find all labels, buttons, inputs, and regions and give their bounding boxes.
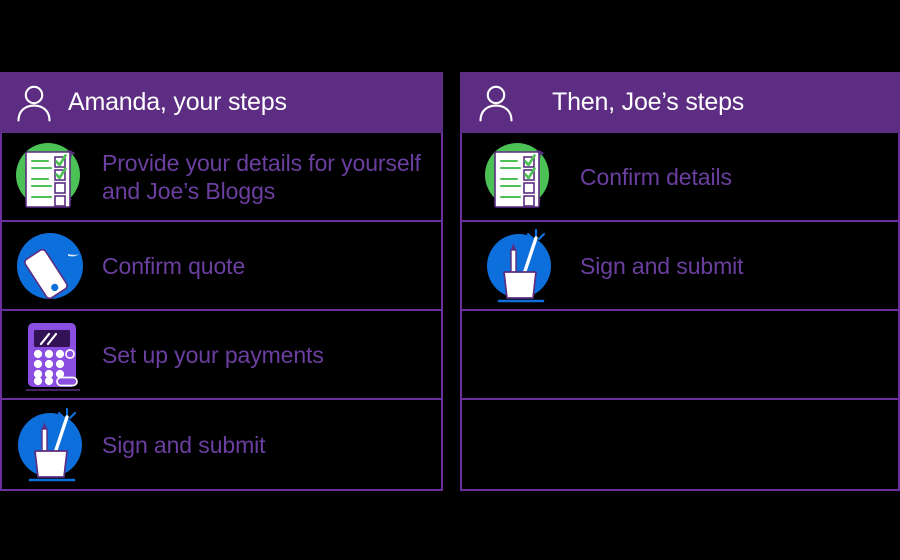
checklist-icon <box>462 133 580 220</box>
step-label: Provide your details for yourself and Jo… <box>102 149 421 204</box>
panel-header-amanda: Amanda, your steps <box>0 72 443 133</box>
step-row[interactable]: Sign and submit <box>462 222 898 311</box>
panel-joe-steps: Then, Joe’s steps <box>460 72 900 491</box>
pen-cup-icon <box>462 222 580 309</box>
pen-cup-icon <box>2 400 102 489</box>
panel-amanda-steps: Amanda, your steps <box>0 72 443 491</box>
panel-title-amanda: Amanda, your steps <box>68 88 287 116</box>
person-icon <box>476 83 516 123</box>
panel-title-joe: Then, Joe’s steps <box>552 88 745 116</box>
step-row[interactable]: Confirm details <box>462 133 898 222</box>
step-row-empty <box>462 400 898 489</box>
step-row[interactable]: Confirm quote <box>2 222 441 311</box>
person-icon <box>14 83 54 123</box>
step-row-empty <box>462 311 898 400</box>
checklist-icon <box>2 133 102 220</box>
step-row[interactable]: Provide your details for yourself and Jo… <box>2 133 441 222</box>
calculator-icon <box>2 311 102 398</box>
step-row[interactable]: Set up your payments <box>2 311 441 400</box>
step-label: Confirm details <box>580 163 732 190</box>
step-label: Sign and submit <box>580 252 744 279</box>
mobile-icon <box>2 222 102 309</box>
step-row[interactable]: Sign and submit <box>2 400 441 489</box>
panel-header-joe: Then, Joe’s steps <box>460 72 900 133</box>
steps-list-joe: Confirm details <box>460 133 900 491</box>
step-label: Set up your payments <box>102 341 324 368</box>
step-label: Sign and submit <box>102 431 266 458</box>
step-label: Confirm quote <box>102 252 246 279</box>
steps-list-amanda: Provide your details for yourself and Jo… <box>0 133 443 491</box>
